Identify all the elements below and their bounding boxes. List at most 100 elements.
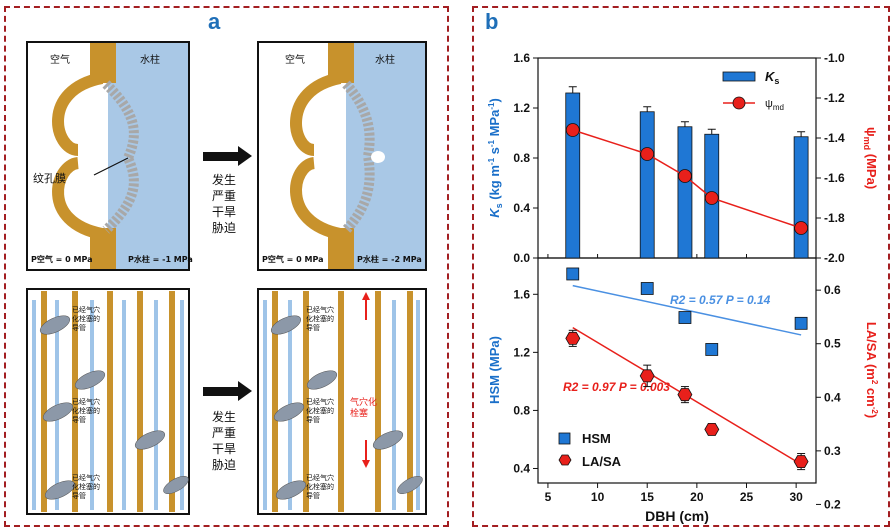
- p-water-after-label: P水柱 = -2 MPa: [357, 254, 422, 264]
- lasa-point-3: [704, 422, 720, 436]
- top-y-tick-label-3: 1.2: [513, 101, 530, 115]
- psi-point-1: [640, 147, 655, 161]
- conduit-label-4c: 导管: [306, 323, 320, 332]
- conduit-label-5b: 化栓塞的: [306, 406, 334, 415]
- arrow-text-1-3: 胁迫: [212, 220, 236, 235]
- top-y2-tick-label-4: -1.8: [824, 211, 845, 225]
- conduit-label-6b: 化栓塞的: [306, 482, 334, 491]
- lasa-point-1: [639, 369, 655, 383]
- top-legend: Ks ψmd: [722, 69, 784, 112]
- conduit-label-6c: 导管: [306, 491, 320, 500]
- panel-b-letter: b: [485, 9, 499, 34]
- hsm-fit-annotation: R2 = 0.57 P = 0.14: [670, 293, 771, 307]
- pit-diagram-after: 空气 水柱 P空气 = 0 MPa P水柱 = -2 MPa: [257, 41, 427, 271]
- top-y-tick-label-0: 0.0: [513, 251, 530, 265]
- legend-hsm-label: HSM: [582, 431, 611, 446]
- x-tick-label-1: 10: [591, 490, 605, 504]
- legend-ks-label: Ks: [765, 69, 779, 86]
- conduit-label-4b: 化栓塞的: [306, 314, 334, 323]
- legend-lasa-marker: [558, 454, 572, 466]
- drought-arrow-2: 发生 严重 干旱 胁迫: [203, 381, 252, 472]
- conduit-label-5c: 导管: [306, 415, 320, 424]
- x-tick-label-4: 25: [740, 490, 754, 504]
- arrow-text-1-1: 严重: [212, 189, 236, 203]
- bot-y-tick-label-2: 1.2: [513, 345, 530, 359]
- bot-y-tick-label-0: 0.4: [513, 461, 530, 475]
- ks-bar-4: [793, 136, 809, 259]
- conduit-label-2b: 化栓塞的: [72, 406, 100, 415]
- p-water-before-label: P水柱 = -1 MPa: [128, 254, 193, 264]
- ks-bar-0: [565, 92, 581, 259]
- arrow-text-1-0: 发生: [212, 172, 236, 187]
- psi-point-2: [678, 169, 692, 183]
- conduit-label-3c: 导管: [72, 491, 86, 500]
- bottom-legend: HSM LA/SA: [558, 431, 622, 469]
- hsm-point-2: [678, 311, 692, 324]
- bot-y-tick-label-3: 1.6: [513, 287, 530, 301]
- arrow-text-2-0: 发生: [212, 409, 236, 424]
- top-y-tick-label-4: 1.6: [513, 51, 530, 65]
- cavitation-label-a: 气穴化: [350, 396, 377, 408]
- drought-arrow-1: 发生 严重 干旱 胁迫: [203, 146, 252, 235]
- lasa-fit-annotation: R2 = 0.97 P = 0.003: [563, 380, 670, 394]
- conduit-label-3a: 已经气穴: [72, 473, 100, 482]
- bot-y2-tick-label-0: 0.2: [824, 497, 841, 511]
- bot-y-tick-label-1: 0.8: [513, 403, 530, 417]
- hsm-point-3: [705, 343, 719, 356]
- psi-point-0: [565, 123, 580, 137]
- conduit-label-3b: 化栓塞的: [72, 482, 100, 491]
- bottom-right-axis-label: LA/SA (m2 cm-2): [864, 322, 879, 418]
- p-air-label: P空气 = 0 MPa: [31, 254, 93, 264]
- hsm-point-0: [566, 267, 580, 281]
- panel-b-frame: [472, 6, 890, 527]
- top-y2-tick-label-5: -2.0: [824, 251, 845, 265]
- x-tick-label-0: 5: [545, 490, 552, 504]
- panel-a-letter: a: [208, 9, 221, 34]
- top-y2-tick-label-0: -1.0: [824, 51, 845, 65]
- psi-point-4: [794, 221, 809, 235]
- top-y2-tick-label-3: -1.6: [824, 171, 845, 185]
- conduit-label-2c: 导管: [72, 415, 86, 424]
- ks-bar-2: [677, 126, 693, 259]
- legend-ks-swatch: [722, 71, 756, 82]
- conduit-label-1b: 化栓塞的: [72, 314, 100, 323]
- x-axis-label: DBH (cm): [645, 508, 709, 524]
- arrow-text-2-1: 严重: [212, 426, 236, 440]
- conduit-label-1c: 导管: [72, 323, 86, 332]
- bottom-left-axis-label: HSM (MPa): [487, 336, 502, 404]
- hsm-point-1: [640, 282, 654, 295]
- conduit-label-4a: 已经气穴: [306, 305, 334, 314]
- water-label-2: 水柱: [375, 53, 395, 66]
- arrow-text-2-3: 胁迫: [212, 457, 236, 472]
- conduit-label-5a: 已经气穴: [306, 397, 334, 406]
- lasa-point-4: [793, 455, 809, 469]
- hsm-point-4: [794, 316, 808, 330]
- arrow-text-1-2: 干旱: [212, 205, 236, 219]
- hsm-fit-line: [572, 284, 802, 336]
- legend-psi-marker: [732, 96, 746, 110]
- pit-diagram-before: 空气 水柱 纹孔膜 P空气 = 0 MPa P水柱 = -1 MPa: [26, 41, 193, 271]
- conduit-diagram-before: 已经气穴 化栓塞的 导管 已经气穴 化栓塞的 导管 已经气穴 化栓塞的 导管: [26, 288, 190, 515]
- top-y2-tick-label-2: -1.4: [824, 131, 845, 145]
- bot-y2-tick-label-4: 0.6: [824, 283, 841, 297]
- conduit-label-1a: 已经气穴: [72, 305, 100, 314]
- ks-bar-1: [639, 111, 655, 259]
- legend-lasa-label: LA/SA: [582, 454, 622, 469]
- legend-psi-label: ψmd: [765, 98, 784, 112]
- conduit-diagram-after: 气穴化 栓塞 已经气穴 化栓塞的 导管 已经气穴 化栓塞的 导管 已经气穴 化栓…: [257, 288, 427, 515]
- conduit-label-6a: 已经气穴: [306, 473, 334, 482]
- membrane-label: 纹孔膜: [33, 171, 66, 185]
- air-label: 空气: [50, 53, 70, 66]
- panel-a-frame: [4, 6, 449, 527]
- top-left-axis-label: Ks (kg m-1 s-1 MPa-1): [487, 98, 504, 218]
- psi-point-3: [704, 191, 719, 205]
- cavitation-label-b: 栓塞: [350, 407, 368, 419]
- x-tick-label-2: 15: [641, 490, 655, 504]
- top-y-tick-label-2: 0.8: [513, 151, 530, 165]
- bot-y2-tick-label-1: 0.3: [824, 444, 841, 458]
- top-y2-tick-label-1: -1.2: [824, 91, 845, 105]
- arrow-text-2-2: 干旱: [212, 442, 236, 456]
- bot-y2-tick-label-3: 0.5: [824, 337, 841, 351]
- water-label: 水柱: [140, 53, 160, 66]
